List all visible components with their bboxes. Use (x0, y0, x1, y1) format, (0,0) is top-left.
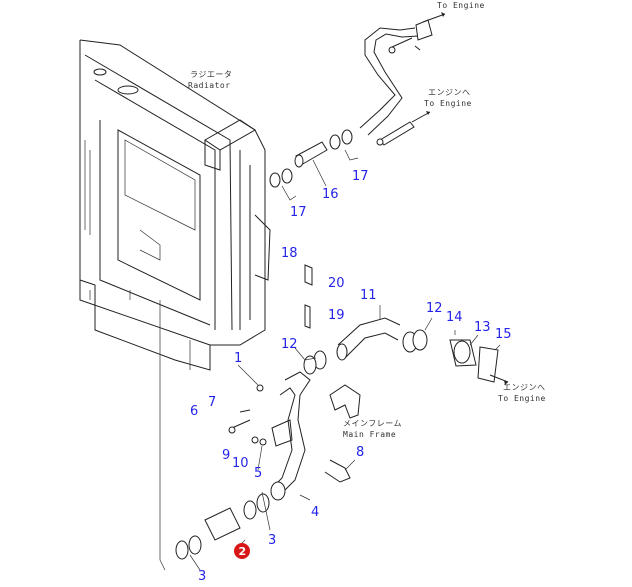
note-to-engine-right-en: To Engine (498, 394, 546, 403)
part-label-12[interactable]: 12 (281, 337, 298, 352)
highlight-circle-icon (234, 543, 250, 559)
radiator-drawing (79, 39, 271, 571)
part-label-15[interactable]: 15 (495, 327, 512, 342)
part-label-18[interactable]: 18 (281, 246, 298, 261)
part-label-20[interactable]: 20 (328, 276, 345, 291)
part-label-5[interactable]: 5 (254, 466, 262, 481)
lower-pipe-drawing (175, 264, 509, 571)
part-label-6[interactable]: 6 (190, 404, 198, 419)
part-label-7[interactable]: 7 (208, 395, 216, 410)
part-label-9[interactable]: 9 (222, 448, 230, 463)
part-label-2[interactable]: 2 (239, 545, 247, 558)
annotations: To Engine ラジエータ Radiator エンジンへ To Engine… (188, 1, 546, 439)
part-label-16[interactable]: 16 (322, 187, 339, 202)
part-label-17[interactable]: 17 (290, 205, 307, 220)
part-label-19[interactable]: 19 (328, 308, 345, 323)
note-to-engine-mid-en: To Engine (424, 99, 472, 108)
note-radiator-en: Radiator (188, 81, 231, 90)
note-main-frame-jp: メインフレーム (343, 419, 402, 428)
part-label-8[interactable]: 8 (356, 445, 364, 460)
note-to-engine-mid-jp: エンジンへ (428, 88, 471, 97)
note-to-engine-top: To Engine (437, 1, 485, 10)
part-label-4[interactable]: 4 (311, 505, 319, 520)
note-main-frame-en: Main Frame (343, 430, 396, 439)
part-label-12[interactable]: 12 (426, 301, 443, 316)
upper-pipe-drawing (269, 12, 446, 201)
part-label-14[interactable]: 14 (446, 310, 463, 325)
part-label-11[interactable]: 11 (360, 288, 377, 303)
note-to-engine-right-jp: エンジンへ (503, 383, 546, 392)
note-radiator-jp: ラジエータ (190, 70, 232, 79)
part-label-17[interactable]: 17 (352, 169, 369, 184)
part-number-labels: 16 17 17 18 20 19 11 12 14 13 15 12 1 7 … (190, 169, 512, 584)
part-label-10[interactable]: 10 (232, 456, 249, 471)
part-label-1[interactable]: 1 (234, 351, 242, 366)
part-label-13[interactable]: 13 (474, 320, 491, 335)
part-label-3[interactable]: 3 (198, 569, 206, 584)
part-label-3[interactable]: 3 (268, 533, 276, 548)
part-label-2-highlight[interactable]: 2 (234, 543, 250, 559)
